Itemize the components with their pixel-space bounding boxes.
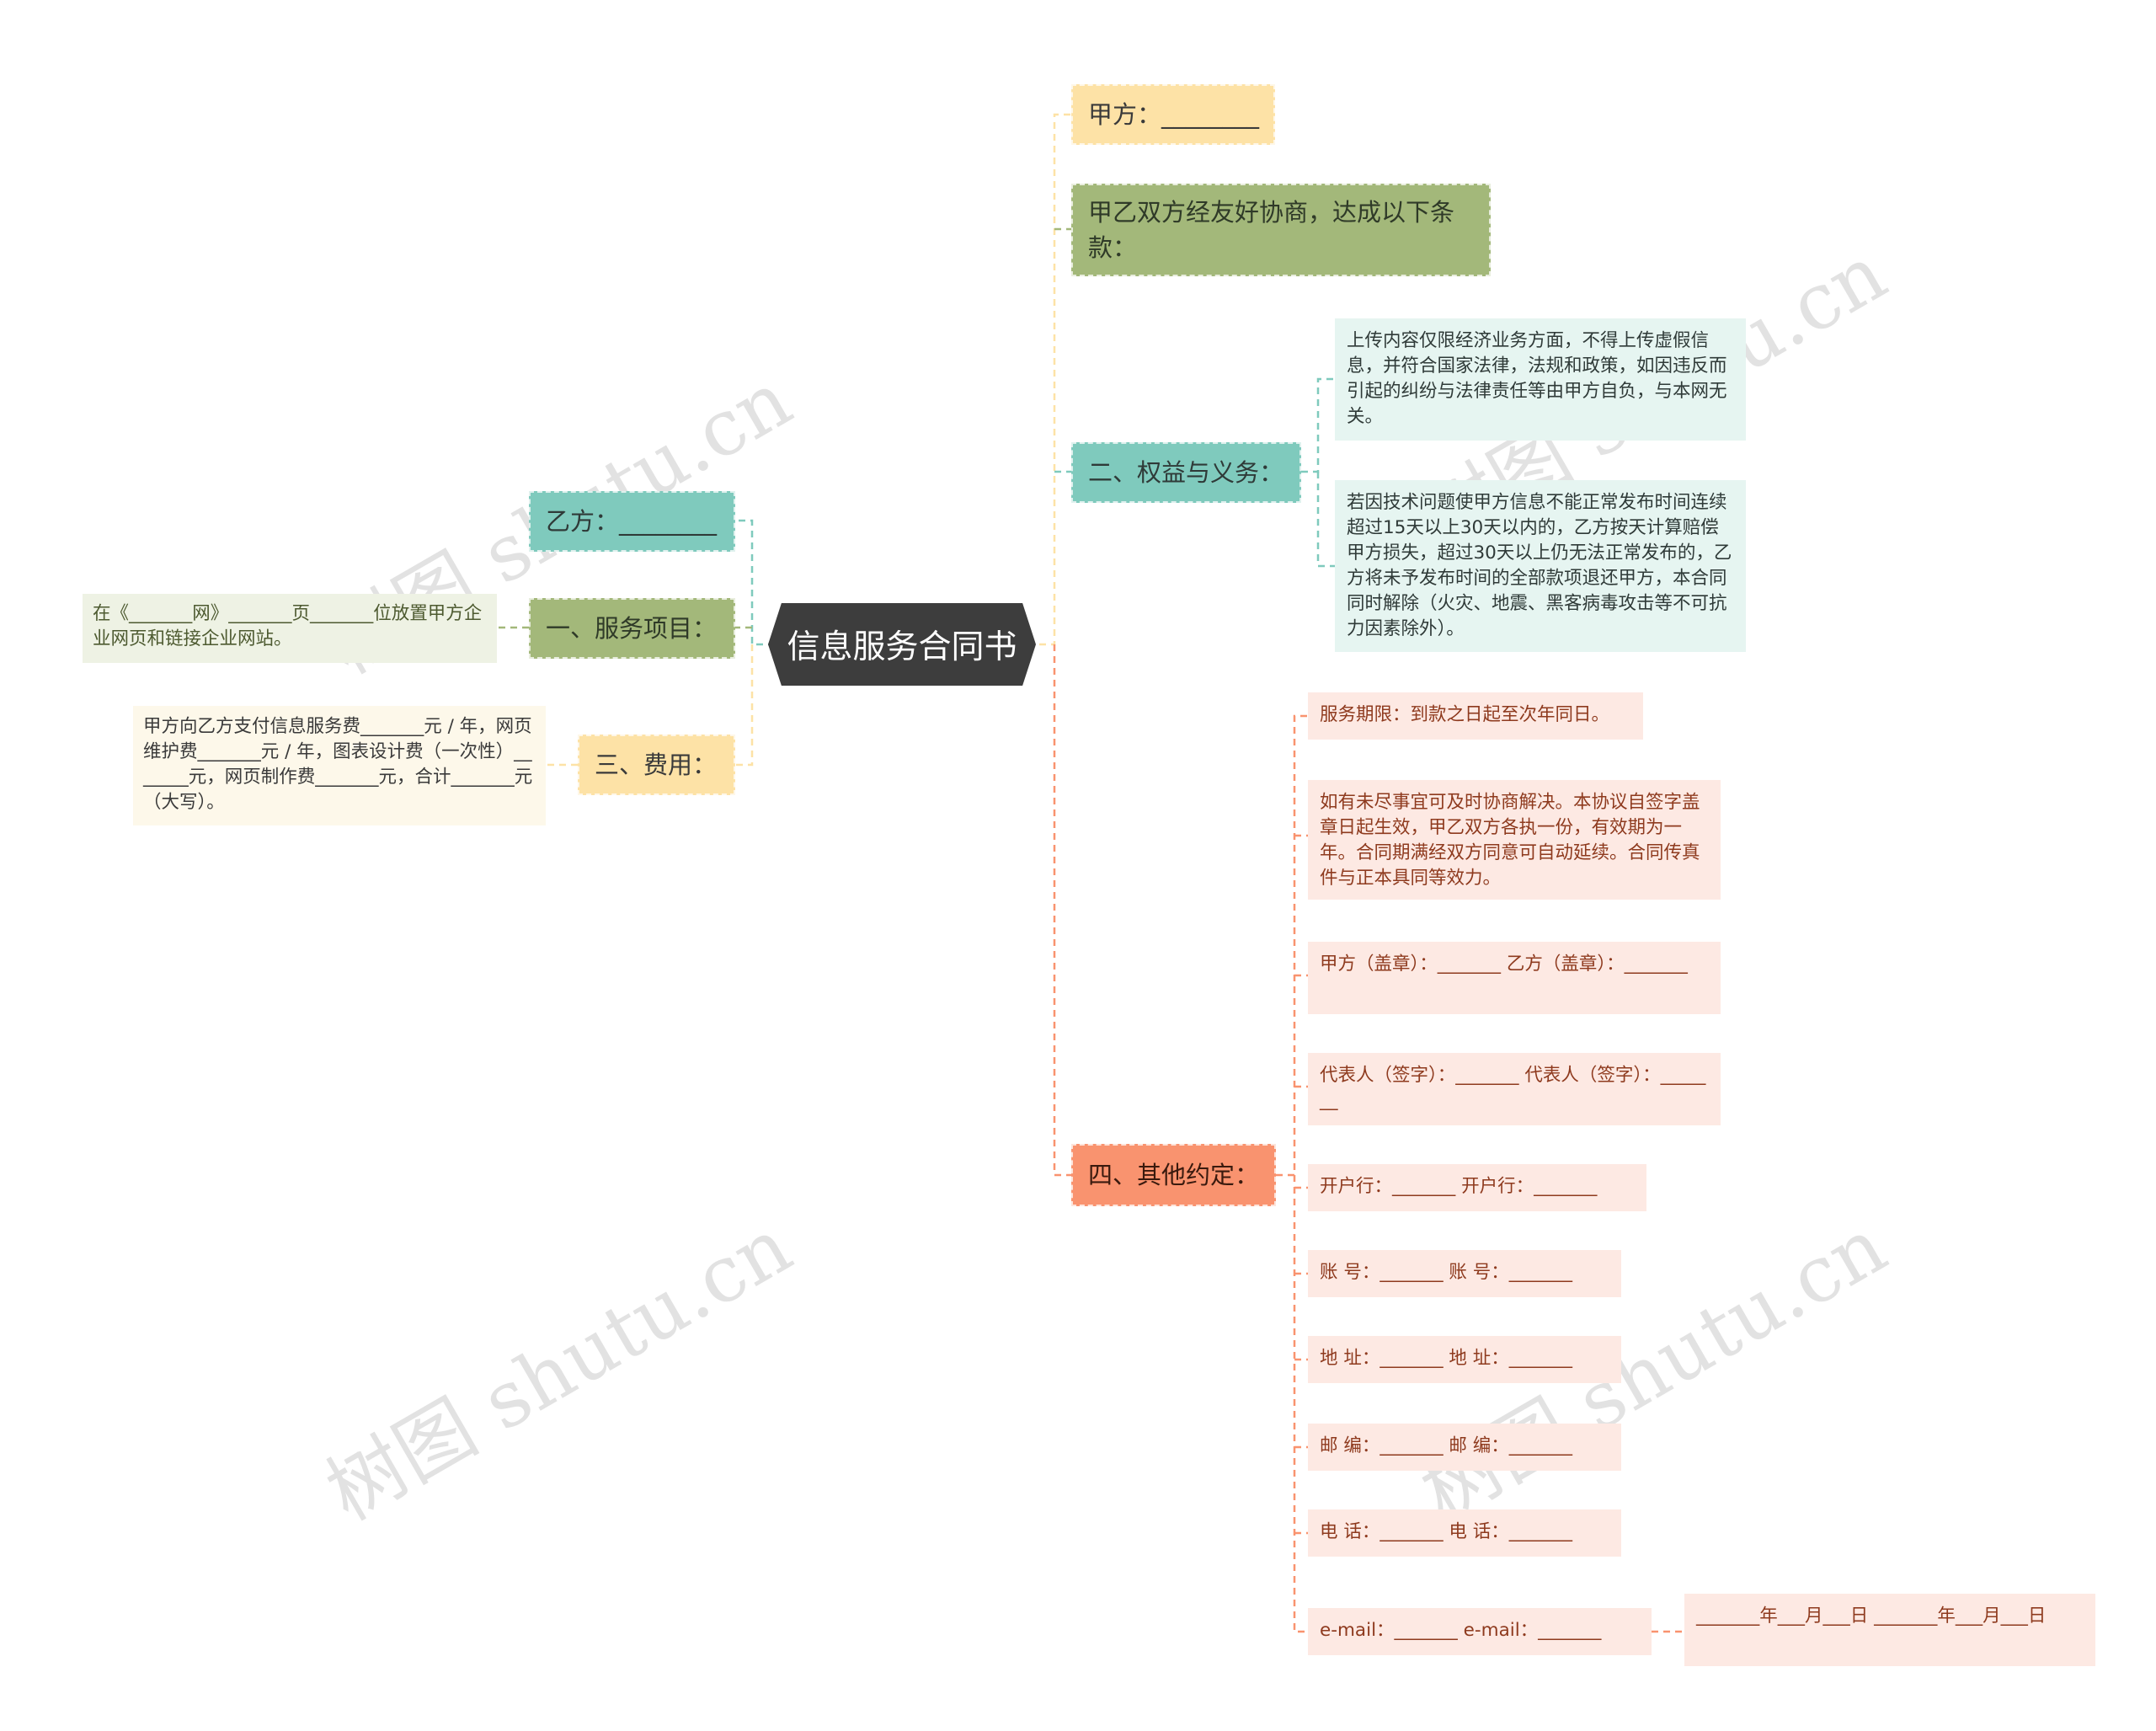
branch-party-a[interactable]: 甲方：________ xyxy=(1071,84,1275,145)
branch-service-label: 一、服务项目： xyxy=(546,614,718,643)
root-label: 信息服务合同书 xyxy=(787,628,1017,666)
others-item-representative-text: 代表人（签字）：_______ 代表人（签字）：_______ xyxy=(1320,1065,1706,1111)
others-item-postcode[interactable]: 邮 编：_______ 邮 编：_______ xyxy=(1308,1424,1621,1471)
others-item-misc-text: 如有未尽事宜可及时协商解决。本协议自签字盖章日起生效，甲乙双方各执一份，有效期为… xyxy=(1320,792,1700,889)
others-item-phone-text: 电 话：_______ 电 话：_______ xyxy=(1320,1521,1573,1542)
others-item-seal-text: 甲方（盖章）：_______ 乙方（盖章）：_______ xyxy=(1320,954,1688,975)
fee-detail-text: 甲方向乙方支付信息服务费_______元 / 年，网页维护费_______元 /… xyxy=(143,716,533,813)
branch-fee[interactable]: 三、费用： xyxy=(578,735,735,795)
branch-party-b-label: 乙方：________ xyxy=(546,507,718,536)
rights-item-1-text: 上传内容仅限经济业务方面，不得上传虚假信息，并符合国家法律，法规和政策，如因违反… xyxy=(1347,330,1727,427)
branch-rights-label: 二、权益与义务： xyxy=(1088,458,1284,487)
service-detail[interactable]: 在《_______网》_______页_______位放置甲方企业网页和链接企业… xyxy=(83,594,497,663)
others-item-bank-text: 开户行：_______ 开户行：_______ xyxy=(1320,1176,1598,1197)
others-item-term-text: 服务期限：到款之日起至次年同日。 xyxy=(1320,704,1610,725)
branch-agreement[interactable]: 甲乙双方经友好协商，达成以下条款： xyxy=(1071,184,1491,276)
fee-detail[interactable]: 甲方向乙方支付信息服务费_______元 / 年，网页维护费_______元 /… xyxy=(133,706,546,825)
others-item-address[interactable]: 地 址：_______ 地 址：_______ xyxy=(1308,1336,1621,1383)
others-item-seal[interactable]: 甲方（盖章）：_______ 乙方（盖章）：_______ xyxy=(1308,942,1721,1014)
service-detail-text: 在《_______网》_______页_______位放置甲方企业网页和链接企业… xyxy=(93,603,483,649)
others-date-text: _______年___月___日 _______年___月___日 xyxy=(1696,1605,2047,1627)
branch-party-a-label: 甲方：________ xyxy=(1088,100,1260,129)
others-item-account-text: 账 号：_______ 账 号：_______ xyxy=(1320,1262,1573,1283)
rights-item-2[interactable]: 若因技术问题使甲方信息不能正常发布时间连续超过15天以上30天以内的，乙方按天计… xyxy=(1335,480,1746,652)
others-item-postcode-text: 邮 编：_______ 邮 编：_______ xyxy=(1320,1435,1573,1456)
branch-fee-label: 三、费用： xyxy=(595,751,718,779)
others-item-representative[interactable]: 代表人（签字）：_______ 代表人（签字）：_______ xyxy=(1308,1053,1721,1125)
branch-others[interactable]: 四、其他约定： xyxy=(1071,1144,1276,1206)
others-item-email-text: e-mail：_______ e-mail：_______ xyxy=(1320,1620,1602,1641)
branch-party-b[interactable]: 乙方：________ xyxy=(529,491,735,552)
rights-item-2-text: 若因技术问题使甲方信息不能正常发布时间连续超过15天以上30天以内的，乙方按天计… xyxy=(1347,492,1732,639)
others-item-misc[interactable]: 如有未尽事宜可及时协商解决。本协议自签字盖章日起生效，甲乙双方各执一份，有效期为… xyxy=(1308,780,1721,900)
root-node[interactable]: 信息服务合同书 xyxy=(768,603,1036,686)
watermark: 树图 shutu.cn xyxy=(312,1200,806,1538)
branch-service[interactable]: 一、服务项目： xyxy=(529,598,735,659)
branch-others-label: 四、其他约定： xyxy=(1088,1161,1260,1189)
others-item-address-text: 地 址：_______ 地 址：_______ xyxy=(1320,1348,1573,1369)
others-date[interactable]: _______年___月___日 _______年___月___日 xyxy=(1684,1594,2095,1666)
others-item-term[interactable]: 服务期限：到款之日起至次年同日。 xyxy=(1308,692,1643,740)
others-item-account[interactable]: 账 号：_______ 账 号：_______ xyxy=(1308,1250,1621,1297)
others-item-bank[interactable]: 开户行：_______ 开户行：_______ xyxy=(1308,1164,1646,1211)
rights-item-1[interactable]: 上传内容仅限经济业务方面，不得上传虚假信息，并符合国家法律，法规和政策，如因违反… xyxy=(1335,318,1746,441)
branch-rights[interactable]: 二、权益与义务： xyxy=(1071,442,1301,503)
others-item-email[interactable]: e-mail：_______ e-mail：_______ xyxy=(1308,1608,1652,1655)
branch-agreement-label: 甲乙双方经友好协商，达成以下条款： xyxy=(1088,198,1455,262)
others-item-phone[interactable]: 电 话：_______ 电 话：_______ xyxy=(1308,1509,1621,1557)
